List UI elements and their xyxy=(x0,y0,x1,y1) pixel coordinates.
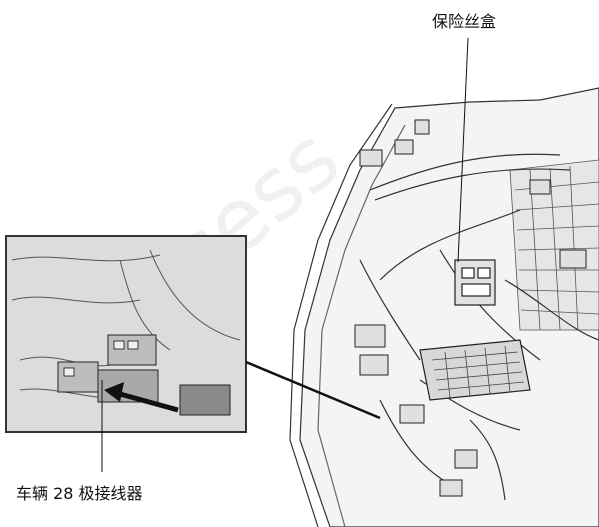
vent-grille xyxy=(509,159,599,331)
fuse-box xyxy=(419,259,531,401)
inset-pointer-line xyxy=(245,360,381,420)
insertion-arrow xyxy=(104,382,179,413)
fuse-box-leader-line xyxy=(457,37,469,263)
connector-detail-inset xyxy=(5,235,247,433)
connector-label: 车辆 28 极接线器 xyxy=(16,484,143,503)
fuse-box-label: 保险丝盒 xyxy=(432,12,497,31)
wiring-harness xyxy=(359,153,599,501)
connectors xyxy=(354,119,587,497)
